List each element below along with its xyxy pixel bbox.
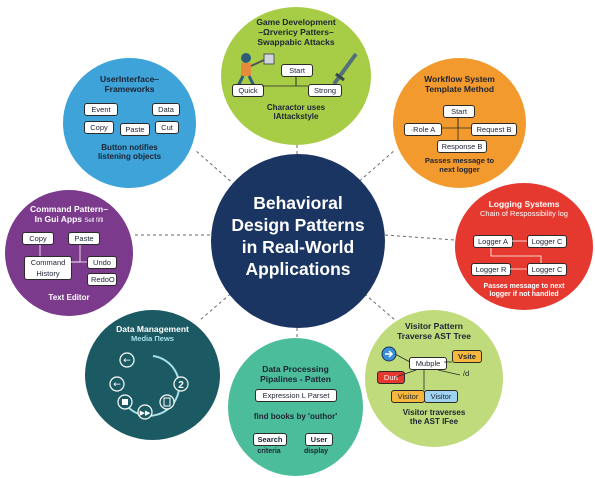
workflow-title: Workflow System Template Method: [393, 74, 526, 95]
search-sub-label: criteria: [257, 448, 281, 455]
center-title-line: Design Patterns: [231, 215, 365, 235]
processing-title: Data Processing Pipalines - Patten: [228, 364, 363, 385]
user-sub-label: display: [303, 448, 329, 455]
svg-text:←: ←: [123, 356, 131, 366]
center-title-line: Applications: [245, 259, 351, 279]
ui-note-line: Button notifies: [101, 143, 158, 152]
processing-title-line: Data Processing: [262, 364, 329, 374]
command-title-line: Command Pattern–: [30, 204, 108, 214]
processing-note: find books by 'outhor': [253, 412, 338, 421]
command-note: Text Editor: [48, 293, 90, 302]
strong-node: Strong: [308, 84, 342, 97]
start-node: Start: [281, 64, 313, 77]
center-title-line: in Real-World: [241, 237, 355, 257]
command-title-small: Sell fifll: [84, 217, 104, 224]
search-node: Search: [253, 433, 287, 446]
d-node: /d: [462, 369, 470, 378]
workflow-note-line: Passes message to: [424, 156, 495, 165]
data-node: Data: [152, 103, 180, 116]
redo-node: RedoO: [87, 273, 117, 286]
role-a-node: ·Role A: [404, 123, 442, 136]
svg-text:←: ←: [113, 380, 121, 390]
game-note-line: Charactor uses: [266, 103, 326, 112]
command-title-line: In Gui Apps Sell fifll: [5, 213, 133, 225]
workflow-note-line: next logger: [439, 164, 480, 174]
game-note-line: lAttackstyle: [273, 112, 319, 122]
workflow-title-line: Template Method: [424, 83, 495, 94]
datamgmt-title-line: Data Management: [116, 324, 189, 334]
ui-title-line: UserInterface–: [99, 74, 160, 84]
game-note: Charactor uses lAttackstyle: [221, 103, 371, 121]
game-title: Game Development –Ωrvericy Patters– Swap…: [221, 17, 371, 47]
command-history-line: History: [36, 269, 60, 278]
command-title-main: In Gui Apps: [34, 213, 82, 224]
start-arrow-icon: [381, 346, 397, 362]
game-title-line: –Ωrvericy Patters–: [258, 26, 334, 37]
visitor-title: Visitor Pattern Traverse AST Tree: [365, 321, 503, 342]
request-b-node: Request B: [471, 123, 517, 136]
logging-note: Passes message to next logger if not han…: [455, 283, 593, 299]
center-circle: [211, 154, 385, 328]
processing-title-line: Pipalines - Patten: [260, 373, 331, 384]
processing-circle: [228, 338, 363, 476]
mubple-node: Mubple: [409, 357, 447, 370]
ui-note: Button notifies listening objects: [63, 143, 196, 161]
game-title-line: Game Development: [256, 17, 336, 27]
visitor-title-line: Visitor Pattern: [405, 321, 463, 331]
visitor-note-line: Visitor traverses: [402, 408, 466, 417]
copy-node: Copy: [22, 232, 54, 245]
event-node: Event: [84, 103, 118, 116]
quick-node: Quick: [232, 84, 264, 97]
workflow-note: Passes message to next logger: [393, 156, 526, 174]
datamgmt-circle: [85, 310, 220, 440]
logging-note-line: Passes message to next: [483, 283, 565, 290]
command-history-node: Command History: [24, 256, 72, 280]
logging-title: Logging Systems Chain of Respossibility …: [455, 199, 593, 218]
workflow-title-line: Workflow System: [424, 74, 495, 84]
logger-r-node: Logger R: [471, 263, 511, 276]
logging-title-line: Chain of Respossibility log: [480, 208, 568, 218]
copy-node: Copy: [84, 121, 114, 134]
svg-text:▶▶: ▶▶: [140, 409, 151, 417]
logger-a-node: Logger A: [473, 235, 513, 248]
visitor-title-line: Traverse AST Tree: [397, 330, 471, 341]
command-title: Command Pattern– In Gui Apps Sell fifll: [5, 204, 133, 225]
visitor-node-2: Visitor: [424, 390, 458, 403]
game-title-line: Swappabic Attacks: [257, 36, 335, 47]
logger-c-node: Logger C: [527, 263, 567, 276]
datamgmt-title: Data Management Media Πews: [85, 324, 220, 343]
ui-note-line: listening objects: [97, 152, 162, 162]
visitor-note: Visitor traverses the AST lFee: [365, 408, 503, 426]
step-2-label: 2: [178, 380, 184, 391]
logging-title-line: Logging Systems: [488, 199, 560, 209]
logging-note-line: logger if not handled: [489, 291, 559, 299]
user-node: User: [305, 433, 333, 446]
ui-title-line: Frameworks: [104, 83, 155, 94]
command-history-line: Command: [30, 258, 66, 267]
paste-node: Paste: [120, 123, 150, 136]
logger-c-node: Logger C: [527, 235, 567, 248]
ui-title: UserInterface– Frameworks: [63, 74, 196, 95]
visitor-note-line: the AST lFee: [409, 417, 459, 427]
undo-node: Undo: [87, 256, 117, 269]
sword-icon: [332, 52, 358, 86]
center-title-line: Behavioral: [253, 193, 343, 213]
vsite-node: Vsite: [452, 350, 482, 363]
cut-node: Cut: [155, 121, 179, 134]
center-title: Behavioral Design Patterns in Real-World…: [211, 192, 385, 280]
start-node: Start: [443, 105, 475, 118]
response-b-node: Response B: [437, 140, 487, 153]
datamgmt-title-line: Media Πews: [131, 333, 174, 343]
media-cycle-diagram: ← ← ▶▶ 2: [109, 352, 189, 420]
command-circle: [5, 190, 133, 316]
durt-node: Durt: [377, 371, 405, 384]
paste-node: Paste: [68, 232, 100, 245]
expression-parser-node: Expression L Parset: [255, 389, 337, 402]
